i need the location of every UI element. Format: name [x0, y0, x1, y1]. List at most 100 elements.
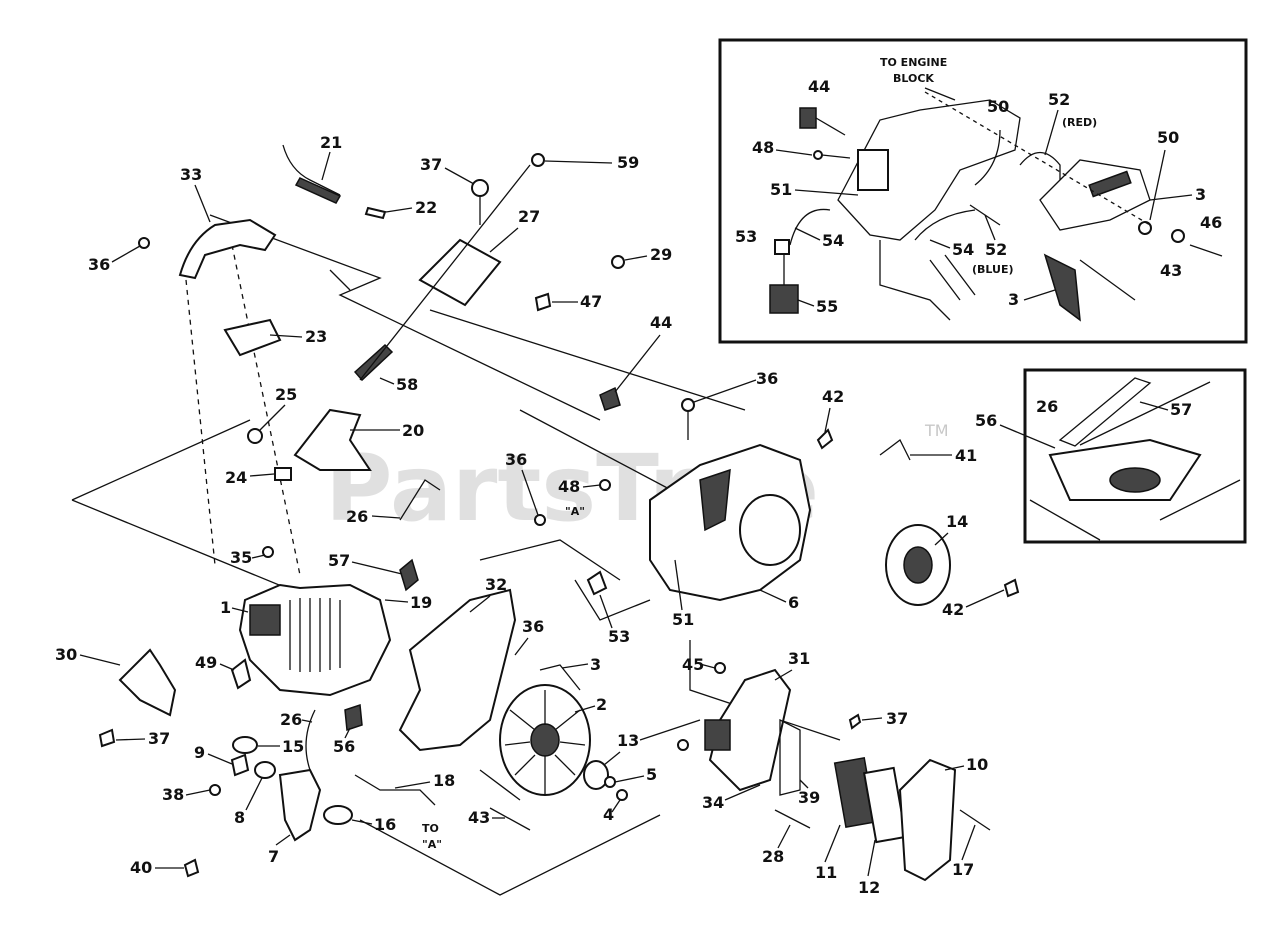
coil-3-main	[539, 664, 581, 691]
callout-39: 39	[798, 788, 820, 807]
callout-30: 30	[55, 645, 77, 664]
callout-26-lower: 26	[280, 710, 302, 729]
callout-7: 7	[268, 847, 279, 866]
bracket-30	[118, 648, 177, 717]
main-exploded-view: "A" TO "A" 21 33 37 59 22 27 36 29 47 23…	[55, 133, 1020, 897]
inset2-frame	[1023, 368, 1247, 544]
screw-45-lower	[677, 739, 689, 751]
throttle-shaft-line	[359, 164, 531, 381]
inset-screw-43	[1189, 244, 1223, 257]
leader-59	[544, 160, 613, 164]
filter-base-block	[704, 719, 731, 751]
leader-36-lower	[514, 637, 529, 656]
callout-20: 20	[402, 421, 424, 440]
callout-12: 12	[858, 878, 880, 897]
callout-47: 47	[580, 292, 602, 311]
choke-bracket-20	[293, 408, 372, 471]
spring-57-main	[399, 558, 419, 592]
inset-housing	[837, 99, 1021, 241]
screw-37-left	[98, 728, 116, 748]
leader-37-top	[444, 167, 475, 185]
inset2-base-lines	[1029, 479, 1241, 541]
callout-3-lower: 3	[1008, 290, 1019, 309]
inset-coil-lamination-lower	[1043, 253, 1081, 322]
bracket-39	[779, 718, 801, 796]
fan-housing-vent	[699, 468, 731, 532]
callout-14: 14	[946, 512, 968, 531]
inset-wire-50-left	[974, 129, 1001, 186]
leader-24	[249, 473, 275, 477]
nut-40	[183, 858, 200, 878]
assembly-outline-upper	[71, 214, 601, 501]
callout-32: 32	[485, 575, 507, 594]
leader-23	[269, 334, 303, 338]
inset-part-44	[799, 107, 817, 129]
bracket-33	[178, 218, 277, 280]
leader-2	[574, 705, 596, 713]
inset-part-44-wire	[815, 117, 846, 136]
watermark-trademark: TM	[924, 421, 949, 440]
red-wire-note: (RED)	[1062, 116, 1097, 129]
leader-11	[824, 824, 841, 863]
callout-28: 28	[762, 847, 784, 866]
dash-drop-lines	[184, 244, 301, 576]
inset-bracket-line	[1079, 259, 1136, 301]
inset-linkage-detail: 26 57 56	[975, 368, 1247, 544]
leader-6	[759, 589, 787, 603]
inset-housing-fins	[929, 254, 976, 301]
flywheel-hub	[530, 723, 560, 757]
clip-59	[531, 153, 545, 167]
callout-24: 24	[225, 468, 247, 487]
callout-52-red: 52	[1048, 90, 1070, 109]
callout-6: 6	[788, 593, 799, 612]
nut-4	[616, 789, 628, 801]
callout-33: 33	[180, 165, 202, 184]
callout-37-left: 37	[148, 729, 170, 748]
leader-37-left	[115, 738, 146, 741]
callout-43: 43	[1160, 261, 1182, 280]
callout-31: 31	[788, 649, 810, 668]
engine-block-note-line2: BLOCK	[893, 72, 934, 85]
leader-21	[321, 151, 331, 181]
screw-17	[959, 809, 991, 831]
leader-34	[724, 784, 761, 801]
screw-37-right	[848, 713, 862, 730]
nut-29	[611, 255, 625, 269]
inset2-spring-57	[1079, 381, 1211, 446]
engine-cooling-fins	[289, 598, 341, 672]
callout-29: 29	[650, 245, 672, 264]
inset-washer-46	[1171, 229, 1185, 243]
callout-45: 45	[682, 655, 704, 674]
inset2-rod-26	[1058, 377, 1152, 447]
callout-18: 18	[433, 771, 455, 790]
engine-block-arrow	[924, 87, 956, 101]
callout-36-left: 36	[505, 450, 527, 469]
leader-30	[79, 654, 121, 666]
callout-42-bottom: 42	[942, 600, 964, 619]
leader-44-main	[614, 334, 661, 393]
callout-53: 53	[735, 227, 757, 246]
nut-13	[583, 760, 609, 790]
callout-51-main: 51	[672, 610, 694, 629]
callout-48: 48	[752, 138, 774, 157]
screw-45	[714, 662, 726, 674]
inset-washer-50	[1138, 221, 1152, 235]
leader-17	[961, 824, 976, 861]
callout-2: 2	[596, 695, 607, 714]
engine-block-note-line1: TO ENGINE	[880, 56, 947, 69]
callout-16: 16	[374, 815, 396, 834]
leader-32	[469, 595, 491, 613]
inset-screw-48	[813, 150, 823, 160]
leader-35	[251, 554, 266, 559]
starter-hub	[903, 546, 933, 584]
callout-11: 11	[815, 863, 837, 882]
inset-module-51	[857, 149, 889, 191]
leader-3-lower	[1023, 289, 1056, 301]
leader-14	[934, 532, 949, 546]
callout-37-right: 37	[886, 709, 908, 728]
callout-25: 25	[275, 385, 297, 404]
callout-57-main: 57	[328, 551, 350, 570]
pin-41	[879, 439, 911, 461]
screw-48-mid	[599, 479, 611, 491]
